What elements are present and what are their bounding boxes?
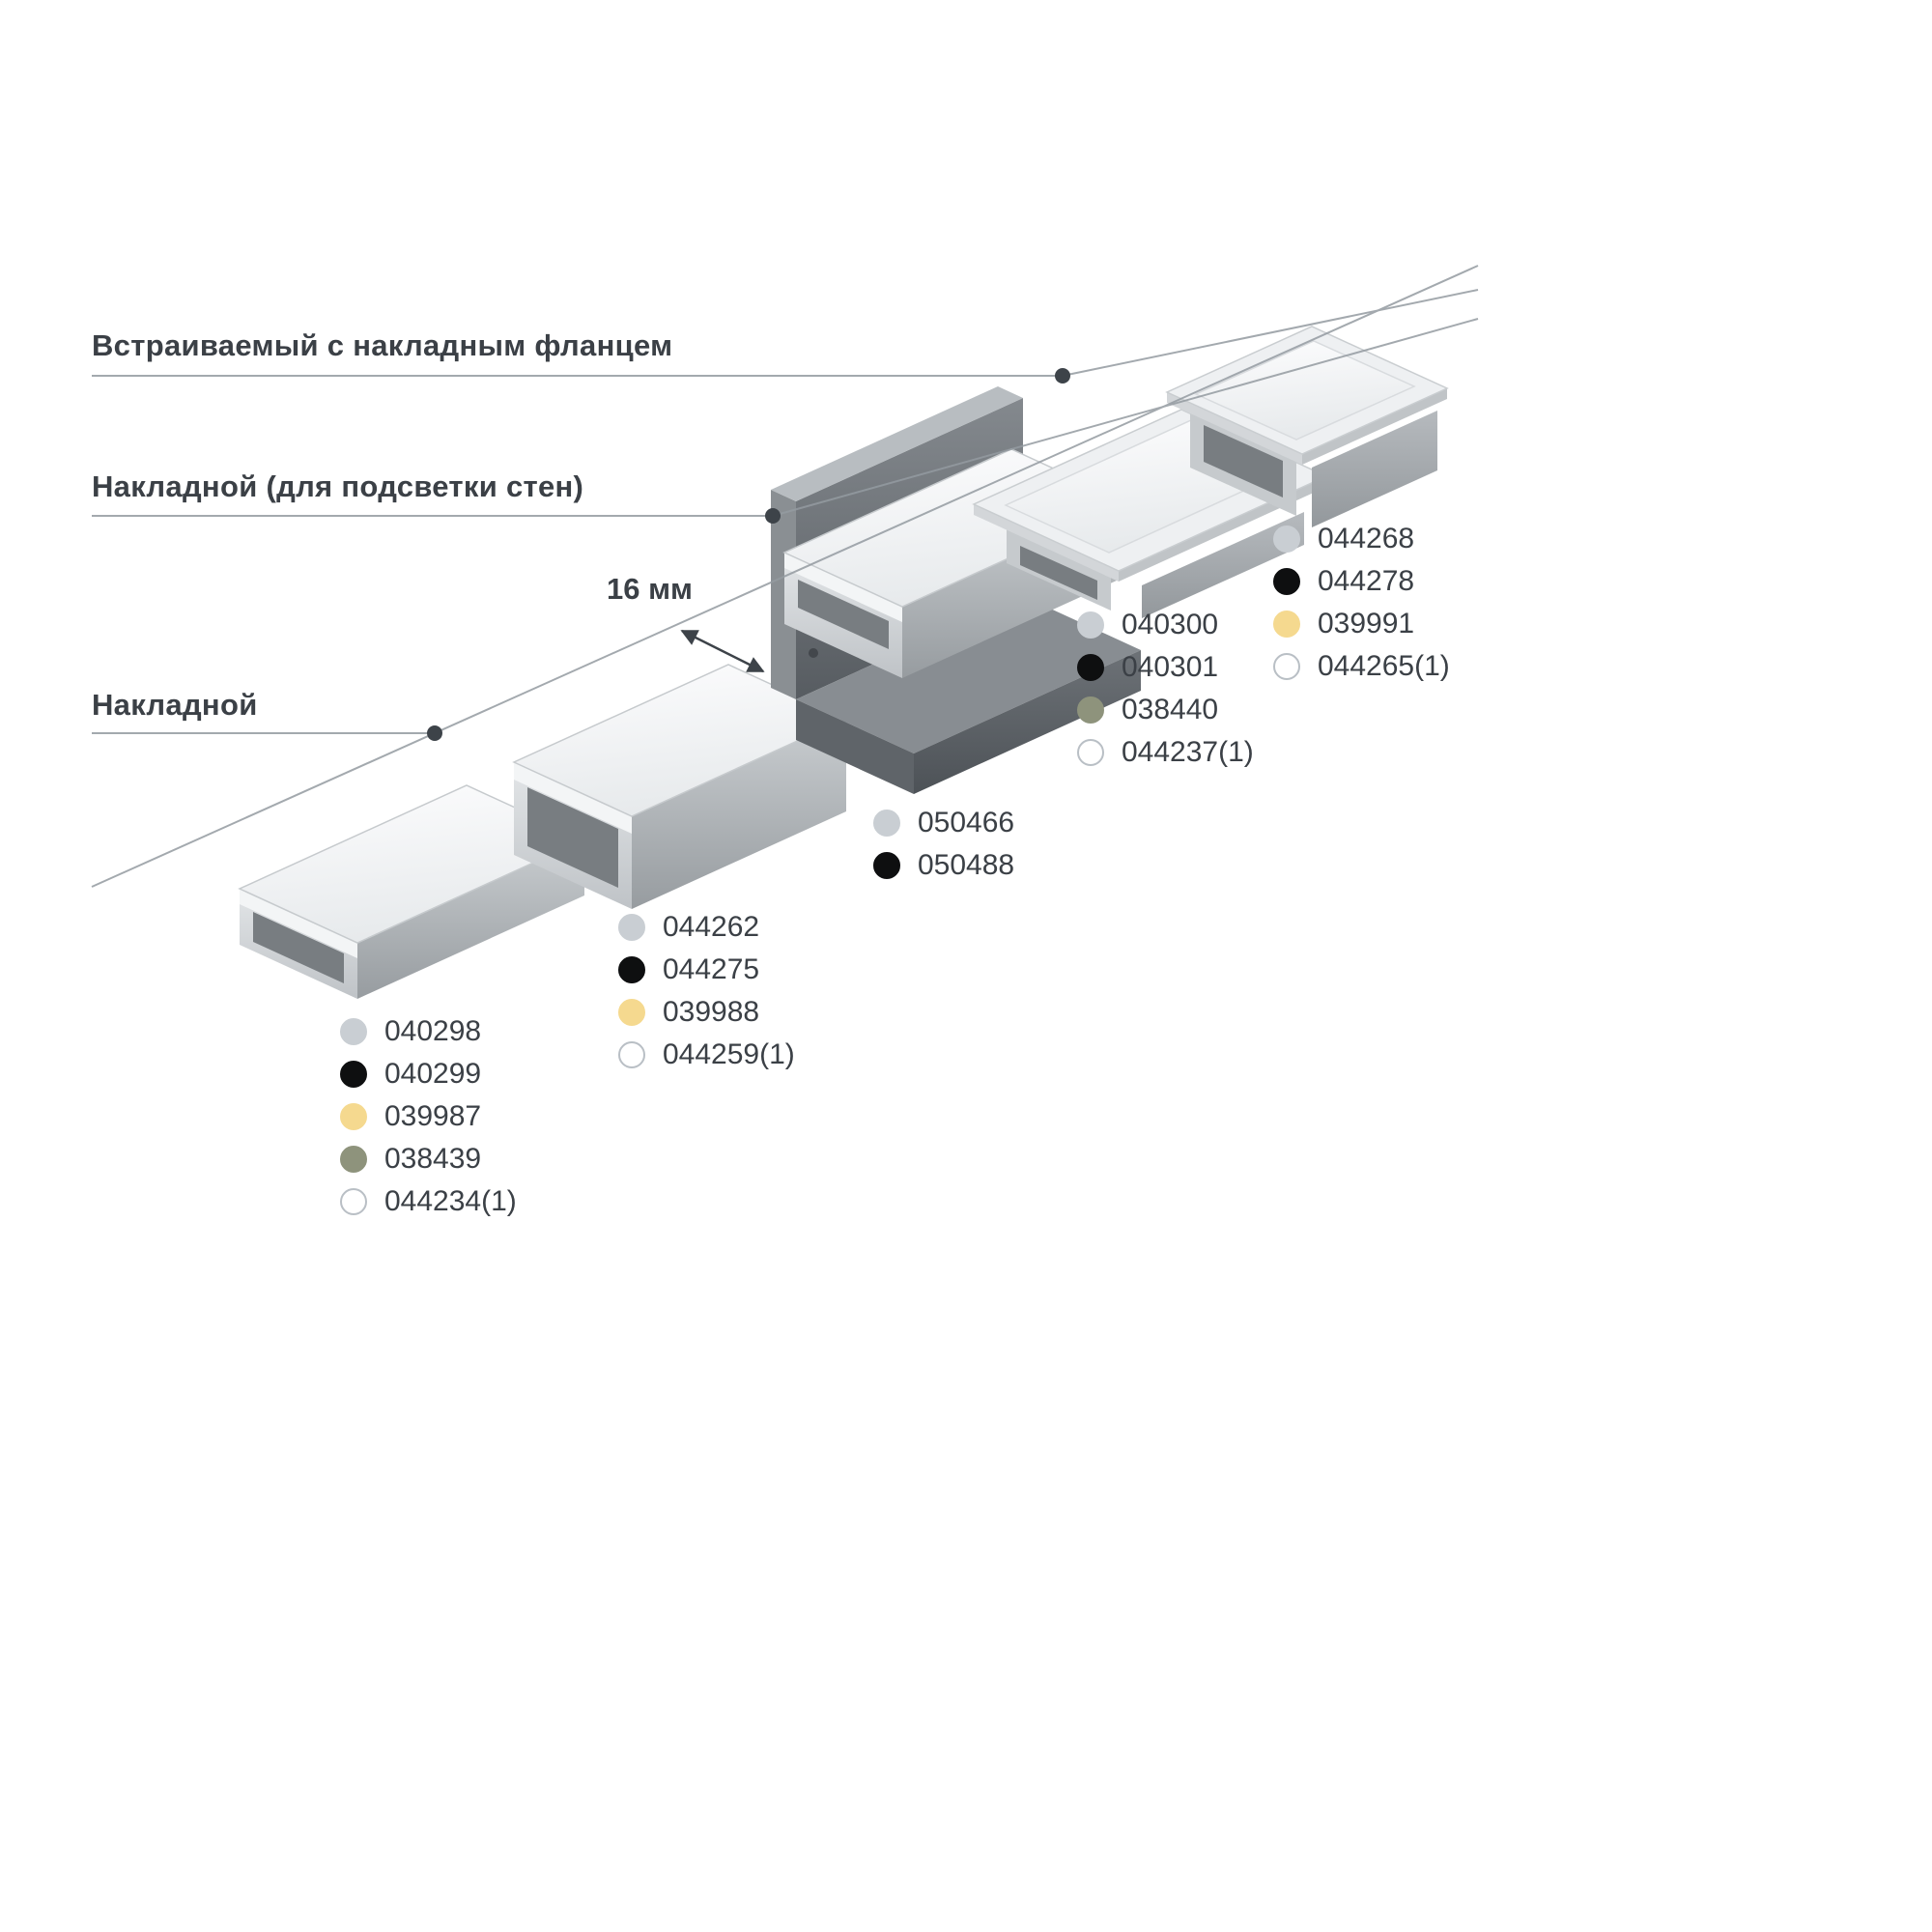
label-surface-mounted: Накладной <box>92 688 258 722</box>
part-group-surface-low: 040298 040299 039987 038439 044234(1) <box>340 1010 517 1223</box>
color-swatch <box>340 1018 367 1045</box>
part-number-item: 038440 <box>1077 689 1254 731</box>
leader-dot-surface <box>427 725 442 741</box>
profile-surface-high-drawing <box>512 664 848 909</box>
color-swatch <box>1077 611 1104 639</box>
part-number-item: 050466 <box>873 802 1014 844</box>
label-recessed-with-flange: Встраиваемый с накладным фланцем <box>92 328 673 362</box>
profile-recessed-low-drawing <box>972 409 1328 618</box>
leader-dot-recessed <box>1055 368 1070 384</box>
part-number: 039988 <box>663 996 760 1028</box>
part-number: 044259(1) <box>663 1038 795 1070</box>
part-number-item: 044234(1) <box>340 1180 517 1223</box>
color-swatch <box>618 956 645 983</box>
color-swatch <box>1273 568 1300 595</box>
color-swatch <box>340 1103 367 1130</box>
part-group-surface-high: 044262 044275 039988 044259(1) <box>618 906 795 1076</box>
part-group-recessed-low: 040300 040301 038440 044237(1) <box>1077 604 1254 774</box>
profile-recessed-high-drawing <box>1165 326 1449 527</box>
color-swatch <box>618 1041 645 1068</box>
part-number: 038440 <box>1122 694 1219 725</box>
profile-surface-low-drawing <box>238 784 586 999</box>
part-number-item: 050488 <box>873 844 1014 887</box>
part-number: 044278 <box>1318 565 1415 597</box>
leader-lines <box>91 265 1479 888</box>
leader-dots <box>427 368 1070 741</box>
part-number-item: 044265(1) <box>1273 645 1450 688</box>
part-number-item: 044268 <box>1273 518 1450 560</box>
part-number: 040300 <box>1122 609 1219 640</box>
part-number: 039987 <box>384 1100 482 1132</box>
part-number-item: 039987 <box>340 1095 517 1138</box>
part-number-item: 044237(1) <box>1077 731 1254 774</box>
part-number-item: 040301 <box>1077 646 1254 689</box>
part-number-item: 040300 <box>1077 604 1254 646</box>
part-number: 044262 <box>663 911 760 943</box>
part-number-item: 040299 <box>340 1053 517 1095</box>
part-number-item: 040298 <box>340 1010 517 1053</box>
part-number: 040298 <box>384 1015 482 1047</box>
color-swatch <box>618 999 645 1026</box>
part-number-item: 044278 <box>1273 560 1450 603</box>
part-number-item: 044259(1) <box>618 1034 795 1076</box>
part-number: 050466 <box>918 807 1015 838</box>
part-number: 044237(1) <box>1122 736 1254 768</box>
part-number: 044265(1) <box>1318 650 1450 682</box>
part-number: 050488 <box>918 849 1015 881</box>
color-swatch <box>1273 611 1300 638</box>
dimension-arrow <box>680 629 765 673</box>
color-swatch <box>340 1061 367 1088</box>
label-surface-wall-lighting: Накладной (для подсветки стен) <box>92 469 584 503</box>
part-number-item: 039988 <box>618 991 795 1034</box>
color-swatch <box>1077 654 1104 681</box>
color-swatch <box>340 1188 367 1215</box>
color-swatch <box>340 1146 367 1173</box>
leader-dot-wall <box>765 508 781 524</box>
part-number-item: 044275 <box>618 949 795 991</box>
part-number-item: 038439 <box>340 1138 517 1180</box>
color-swatch <box>873 852 900 879</box>
part-number-item: 044262 <box>618 906 795 949</box>
color-swatch <box>1273 526 1300 553</box>
color-swatch <box>873 810 900 837</box>
part-number: 040299 <box>384 1058 482 1090</box>
color-swatch <box>618 914 645 941</box>
diagonal-wall <box>772 318 1479 517</box>
color-swatch <box>1077 696 1104 724</box>
diagonal-recessed <box>1062 289 1479 377</box>
diagonal-surface <box>91 265 1479 888</box>
part-number: 040301 <box>1122 651 1219 683</box>
part-number: 044275 <box>663 953 760 985</box>
part-group-recessed-high: 044268 044278 039991 044265(1) <box>1273 518 1450 688</box>
part-number: 044234(1) <box>384 1185 517 1217</box>
dimension-label: 16 мм <box>607 572 693 606</box>
color-swatch <box>1077 739 1104 766</box>
part-number: 039991 <box>1318 608 1415 639</box>
part-group-wall-mount: 050466 050488 <box>873 802 1014 887</box>
part-number-item: 039991 <box>1273 603 1450 645</box>
color-swatch <box>1273 653 1300 680</box>
part-number: 044268 <box>1318 523 1415 554</box>
part-number: 038439 <box>384 1143 482 1175</box>
